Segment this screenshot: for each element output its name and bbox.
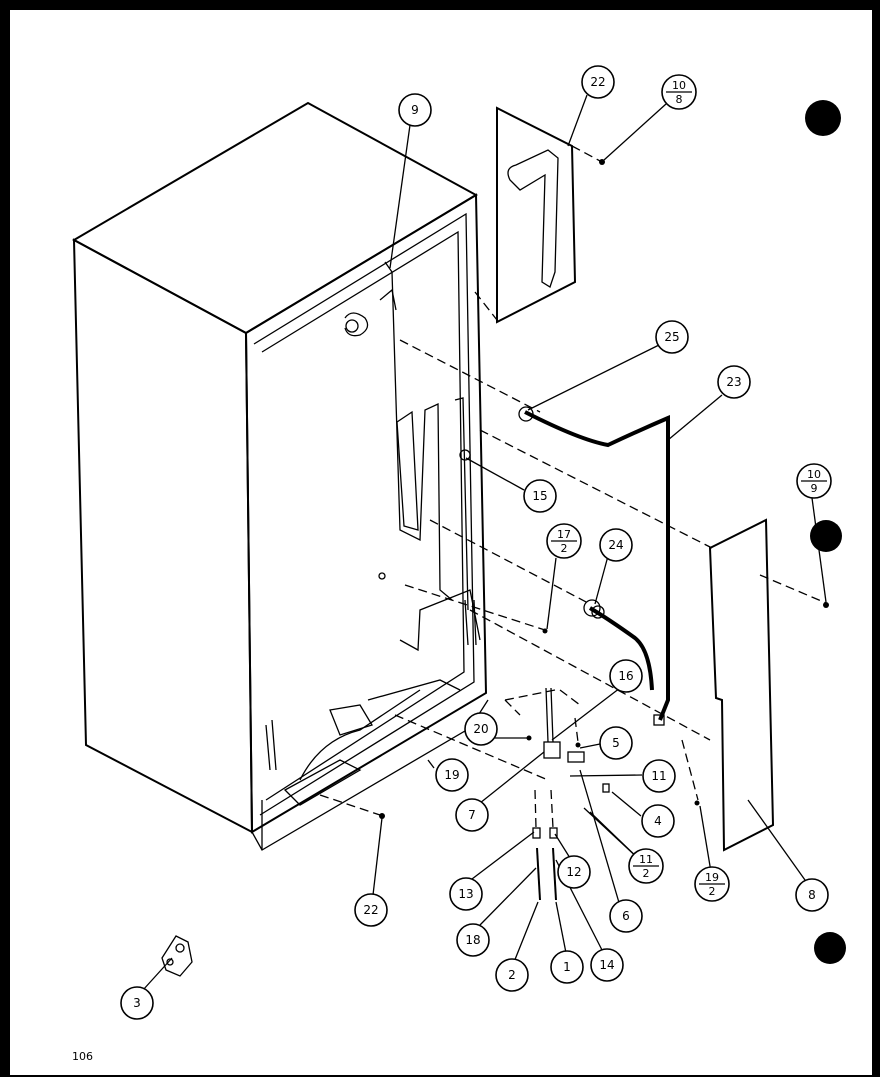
registration-dot: [805, 100, 841, 136]
callout-22-upper: 22: [581, 65, 615, 99]
callout-24: 24: [599, 528, 633, 562]
page-number: 106: [72, 1050, 93, 1063]
callout-10-over-8: 10 8: [661, 74, 697, 110]
svg-text:7: 7: [468, 808, 476, 822]
svg-text:1: 1: [563, 960, 571, 974]
svg-text:2: 2: [709, 885, 716, 898]
svg-text:8: 8: [676, 93, 683, 106]
svg-text:12: 12: [566, 865, 581, 879]
svg-text:15: 15: [532, 489, 547, 503]
refrigerator-exploded-diagram: 1 2 3 4 5 6 7 8 9 11 12 13 14 15 16 18 1…: [71, 65, 846, 1063]
callout-25: 25: [655, 320, 689, 354]
callout-8: 8: [795, 878, 829, 912]
svg-text:3: 3: [133, 996, 141, 1010]
callout-2: 2: [495, 958, 529, 992]
callout-7: 7: [455, 798, 489, 832]
valve-assembly: [532, 687, 665, 901]
callout-22-lower: 22: [354, 893, 388, 927]
callout-11-over-2: 11 2: [628, 848, 664, 884]
leader-lines: [142, 94, 827, 991]
svg-text:6: 6: [622, 909, 630, 923]
svg-text:19: 19: [705, 871, 719, 884]
svg-text:5: 5: [612, 736, 620, 750]
callout-19: 19: [435, 758, 469, 792]
callout-23: 23: [717, 365, 751, 399]
callout-14: 14: [590, 948, 624, 982]
callout-9: 9: [398, 93, 432, 127]
svg-text:2: 2: [561, 542, 568, 555]
svg-text:17: 17: [557, 528, 571, 541]
callout-19-over-2: 19 2: [694, 866, 730, 902]
registration-dot: [810, 520, 842, 552]
callout-4: 4: [641, 804, 675, 838]
svg-text:22: 22: [363, 903, 378, 917]
registration-dot: [814, 932, 846, 964]
svg-text:23: 23: [726, 375, 741, 389]
callout-11: 11: [642, 759, 676, 793]
upper-back-cover: [496, 106, 577, 324]
callout-12: 12: [557, 855, 591, 889]
callout-1: 1: [550, 950, 584, 984]
svg-text:9: 9: [811, 482, 818, 495]
svg-text:8: 8: [808, 888, 816, 902]
svg-text:2: 2: [643, 867, 650, 880]
diagram-sheet: 1 2 3 4 5 6 7 8 9 11 12 13 14 15 16 18 1…: [10, 10, 872, 1075]
svg-text:2: 2: [508, 968, 516, 982]
svg-text:19: 19: [444, 768, 459, 782]
svg-text:24: 24: [608, 538, 623, 552]
svg-text:11: 11: [651, 769, 666, 783]
svg-text:13: 13: [458, 887, 473, 901]
svg-text:14: 14: [599, 958, 614, 972]
water-line-tubing: [518, 406, 670, 721]
svg-text:18: 18: [465, 933, 480, 947]
svg-text:22: 22: [590, 75, 605, 89]
svg-text:4: 4: [654, 814, 662, 828]
svg-text:11: 11: [639, 853, 653, 866]
assembly-lines: [319, 145, 827, 829]
callout-15: 15: [523, 479, 557, 513]
callout-3: 3: [120, 986, 154, 1020]
svg-text:9: 9: [411, 103, 419, 117]
condenser-tubing: [265, 261, 481, 806]
svg-text:20: 20: [473, 722, 488, 736]
svg-text:16: 16: [618, 669, 633, 683]
svg-text:25: 25: [664, 330, 679, 344]
callout-17-over-2: 17 2: [546, 523, 582, 559]
callout-13: 13: [449, 877, 483, 911]
callout-20: 20: [464, 712, 498, 746]
fasteners: [379, 159, 829, 819]
callout-6: 6: [609, 899, 643, 933]
svg-text:10: 10: [807, 468, 821, 481]
callout-16: 16: [609, 659, 643, 693]
cabinet-outline: [71, 101, 489, 851]
callout-5: 5: [599, 726, 633, 760]
svg-text:10: 10: [672, 79, 686, 92]
bracket-part: [161, 935, 193, 977]
callout-18: 18: [456, 923, 490, 957]
rear-access-panel: [708, 518, 775, 852]
callout-10-over-9: 10 9: [796, 463, 832, 499]
